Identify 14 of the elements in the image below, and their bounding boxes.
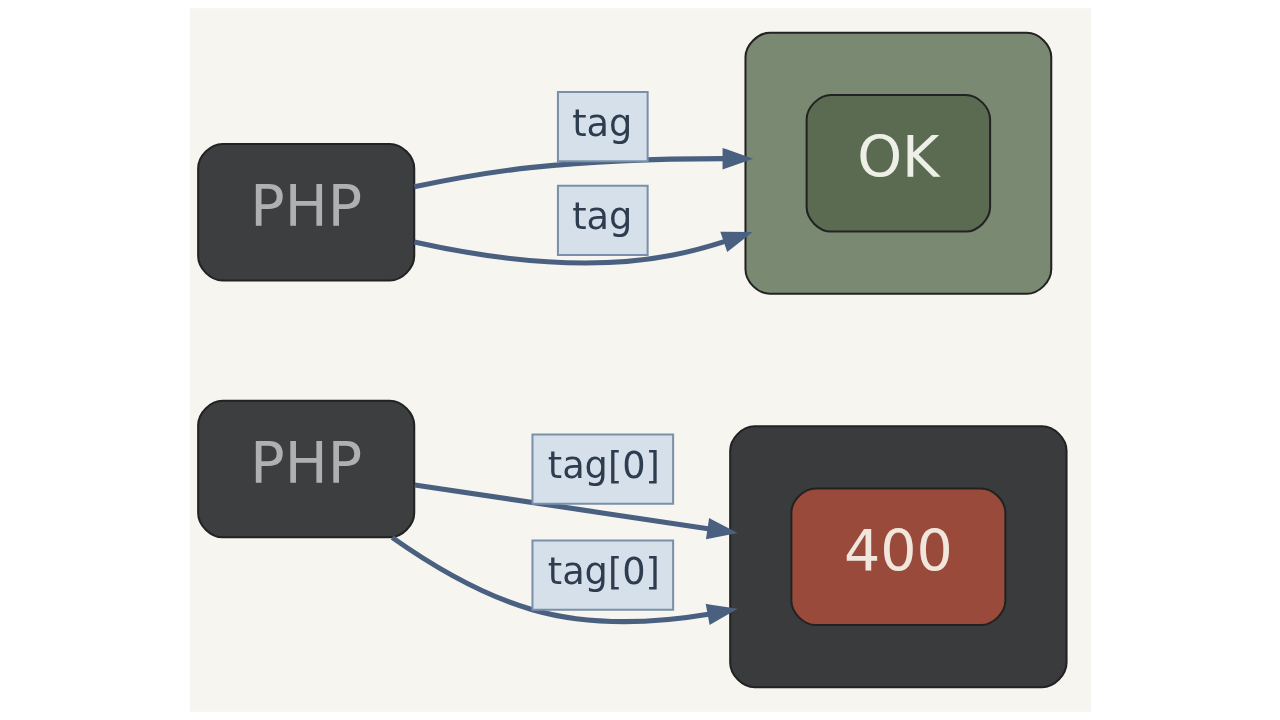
node-box: PHP [196, 142, 415, 282]
cluster [728, 425, 1068, 689]
edge-label: tag[0] [547, 444, 660, 488]
node-box: 400 [789, 487, 1006, 626]
node-box: OK [805, 94, 991, 233]
edge-label: tag [571, 195, 632, 239]
cluster [743, 31, 1052, 295]
edge-label: tag [571, 101, 632, 145]
arrow [413, 147, 753, 190]
edge-label: tag[0] [547, 550, 660, 594]
arrow [390, 535, 738, 625]
arrow [413, 482, 738, 540]
node-box: PHP [196, 399, 415, 539]
arrow [413, 231, 753, 266]
